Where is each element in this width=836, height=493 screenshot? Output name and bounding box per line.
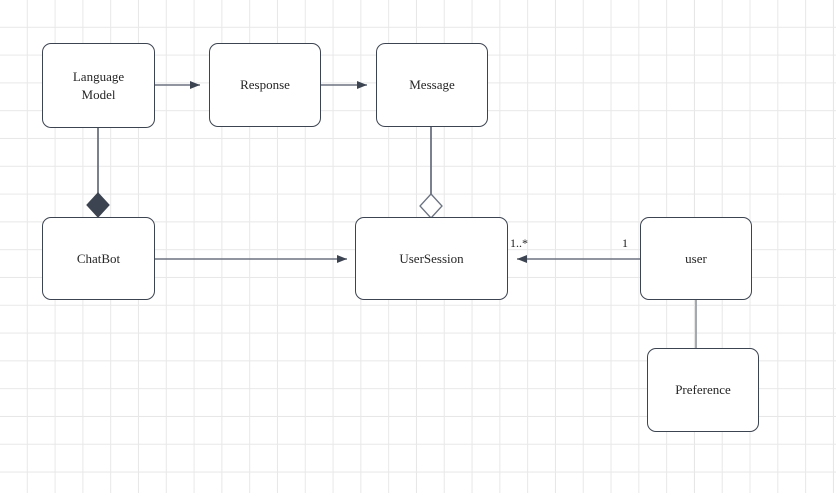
node-preference-label: Preference <box>675 382 731 398</box>
node-usersession[interactable]: UserSession <box>355 217 508 300</box>
node-message-label: Message <box>409 77 455 93</box>
edge-language-model-chatbot <box>86 128 110 218</box>
node-message[interactable]: Message <box>376 43 488 127</box>
node-response-label: Response <box>240 77 290 93</box>
filled-diamond-icon <box>86 192 110 218</box>
node-language-model-label: Language Model <box>72 68 125 102</box>
edge-message-usersession <box>419 127 443 219</box>
node-chatbot-label: ChatBot <box>76 250 121 266</box>
node-language-model[interactable]: Language Model <box>42 43 155 128</box>
node-user[interactable]: user <box>640 217 752 300</box>
node-usersession-label: UserSession <box>399 250 464 266</box>
node-preference[interactable]: Preference <box>647 348 759 432</box>
multiplicity-label-one: 1 <box>622 236 628 250</box>
node-response[interactable]: Response <box>209 43 321 127</box>
node-user-label: user <box>685 250 707 266</box>
multiplicity-label-one-to-many: 1..* <box>510 236 528 250</box>
node-chatbot[interactable]: ChatBot <box>42 217 155 300</box>
hollow-diamond-icon <box>419 193 443 219</box>
